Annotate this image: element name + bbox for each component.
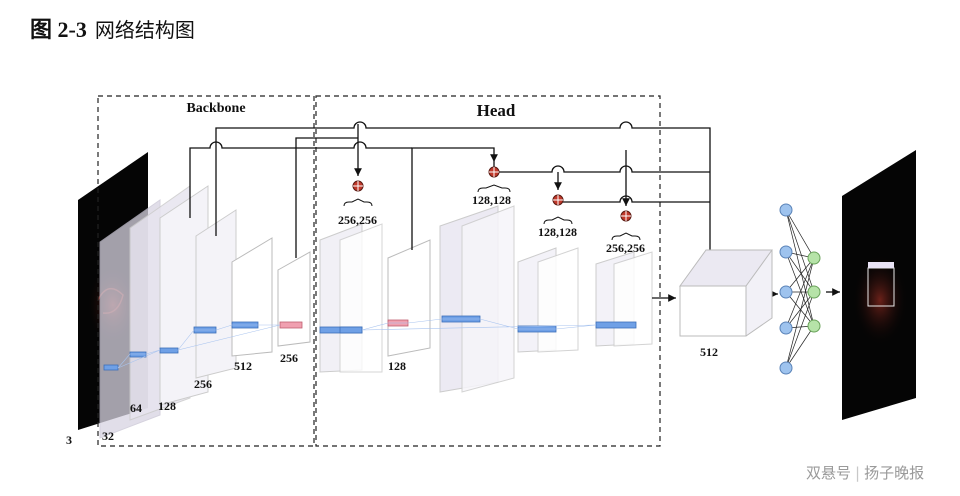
brace-2 [477,184,511,193]
head-layers [319,205,653,393]
watermark-separator: | [855,464,861,482]
brace-3 [543,216,573,225]
label-64: 64 [130,401,142,415]
label-add3: 128,128 [538,225,577,239]
output-image [842,150,916,420]
add-node-2 [488,166,500,178]
add-nodes [343,166,641,241]
backbone-layers [99,185,311,439]
add-node-4 [620,210,632,222]
mlp-network [779,203,821,375]
figure-number: 图 2-3 [30,17,87,42]
head-title: Head [477,101,516,120]
neuron-in-5 [779,361,793,375]
neuron-out-1 [807,251,821,265]
label-128: 128 [158,399,176,413]
label-add2: 128,128 [472,193,511,207]
neuron-in-4 [779,321,793,335]
channel-labels: 3 32 64 128 256 512 256 256,256 128 128,… [66,193,718,447]
label-512: 512 [234,359,252,373]
watermark: 双悬号|扬子晚报 [806,462,924,483]
brace-4 [611,232,641,241]
label-256b: 256 [280,351,298,365]
fc-block [679,249,773,337]
neuron-out-2 [807,285,821,299]
detection-label-box [868,262,894,268]
label-input-channels: 3 [66,433,72,447]
neuron-in-1 [779,203,793,217]
neuron-in-3 [779,285,793,299]
watermark-source: 双悬号 [806,464,852,482]
neuron-in-2 [779,245,793,259]
neuron-out-3 [807,319,821,333]
add-node-3 [552,194,564,206]
add-node-1 [352,180,364,192]
label-32: 32 [102,429,114,443]
label-add4: 256,256 [606,241,645,255]
backbone-box [97,95,315,447]
figure-title: 网络结构图 [94,18,195,42]
backbone-title: Backbone [186,101,245,116]
head-box [315,95,661,447]
label-fc-512: 512 [700,345,718,359]
label-head-128: 128 [388,359,406,373]
label-add1: 256,256 [338,213,377,227]
skip-connections [189,121,840,302]
watermark-author: 扬子晚报 [864,464,925,482]
figure-caption: 图 2-3 网络结构图 [30,12,195,44]
brace-1 [343,198,373,207]
label-256a: 256 [194,377,212,391]
